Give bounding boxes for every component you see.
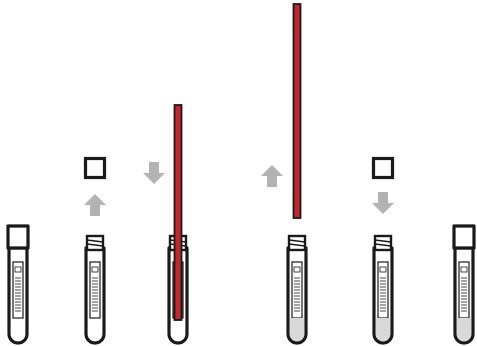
arrow-down-icon	[372, 192, 394, 214]
arrow-up-icon	[84, 194, 106, 216]
tube-step-2	[86, 236, 104, 343]
loose-cap-step-2	[86, 159, 105, 178]
tube-step-5	[374, 236, 392, 343]
arrow-up-icon	[261, 165, 283, 187]
swab-rod-withdrawn	[294, 4, 301, 218]
arrow-down-icon	[143, 162, 165, 184]
tube-step-1	[8, 226, 28, 343]
loose-cap-step-5	[374, 159, 393, 178]
tube-step-6	[454, 226, 474, 343]
tube-step-4	[288, 236, 306, 343]
swab-rod-inserted	[175, 105, 182, 320]
